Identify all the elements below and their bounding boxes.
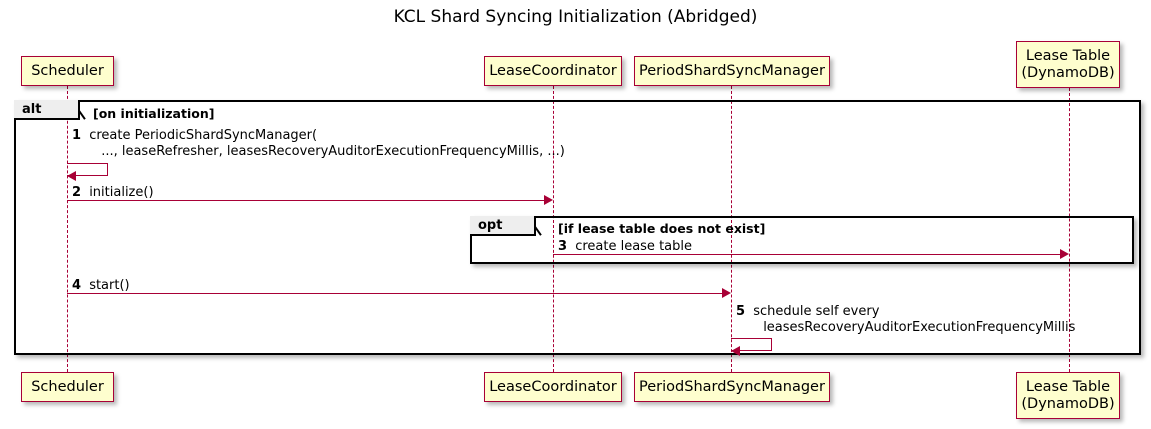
participant-label-line1: Lease Table: [1025, 47, 1111, 64]
fragment-opt-keyword: opt: [470, 216, 536, 236]
participant-scheduler-top[interactable]: Scheduler: [21, 56, 114, 86]
message-1-label: 1 create PeriodicShardSyncManager( ..., …: [72, 128, 565, 161]
participant-label: PeriodShardSyncManager: [639, 62, 825, 79]
lifeline-scheduler: [67, 86, 68, 372]
participant-label: PeriodShardSyncManager: [639, 378, 825, 395]
message-1-self-loop: [67, 163, 108, 176]
participant-leasecoordinator-bottom[interactable]: LeaseCoordinator: [484, 372, 622, 402]
fragment-keyword-text: opt: [478, 218, 503, 233]
lifeline-leasecoordinator: [553, 86, 554, 372]
message-3-label: 3 create lease table: [558, 239, 692, 255]
participant-label-line2: (DynamoDB): [1021, 64, 1115, 81]
participant-leasecoordinator-top[interactable]: LeaseCoordinator: [484, 56, 622, 86]
participant-label-line1: Lease Table: [1025, 378, 1111, 395]
lifeline-periodshardsyncmanager: [731, 86, 732, 372]
message-3-arrowhead: [1060, 249, 1069, 259]
fragment-opt-label-diagonal: [534, 215, 550, 237]
message-4-label: 4 start(): [72, 278, 130, 294]
message-4-number: 4: [72, 278, 82, 293]
fragment-alt-label-diagonal: [78, 99, 94, 121]
message-2-arrowhead: [544, 195, 553, 205]
message-4-arrowhead: [722, 288, 731, 298]
message-4-text: start(): [89, 278, 130, 293]
participant-label: LeaseCoordinator: [489, 378, 617, 395]
message-1-arrowhead: [67, 171, 76, 181]
participant-leasetable-top[interactable]: Lease Table (DynamoDB): [1016, 41, 1120, 88]
participant-periodshardsyncmanager-top[interactable]: PeriodShardSyncManager: [634, 56, 830, 86]
message-2-line: [67, 200, 544, 201]
participant-leasetable-bottom[interactable]: Lease Table (DynamoDB): [1016, 372, 1120, 419]
message-2-label: 2 initialize(): [72, 185, 154, 201]
participant-scheduler-bottom[interactable]: Scheduler: [21, 372, 114, 402]
message-5-number: 5: [736, 304, 746, 319]
message-5-text-line2: leasesRecoveryAuditorExecutionFrequencyM…: [763, 320, 1076, 336]
fragment-alt: [14, 100, 1141, 355]
message-4-line: [67, 293, 722, 294]
message-5-self-loop: [731, 338, 772, 351]
fragment-alt-keyword: alt: [14, 100, 80, 120]
message-3-line: [553, 254, 1060, 255]
participant-label-line2: (DynamoDB): [1021, 395, 1115, 412]
message-3-number: 3: [558, 239, 568, 254]
participant-label: LeaseCoordinator: [489, 62, 617, 79]
message-1-text-line2: ..., leaseRefresher, leasesRecoveryAudit…: [101, 144, 565, 160]
participant-label: Scheduler: [31, 62, 104, 79]
lifeline-leasetable: [1069, 88, 1070, 372]
message-3-text: create lease table: [575, 239, 692, 254]
fragment-opt: [470, 216, 1134, 264]
message-5-arrowhead: [731, 346, 740, 356]
message-5-label: 5 schedule self every leasesRecoveryAudi…: [736, 304, 1075, 337]
participant-label: Scheduler: [31, 378, 104, 395]
message-2-text: initialize(): [89, 185, 154, 200]
message-1-number: 1: [72, 128, 82, 143]
fragment-opt-condition: [if lease table does not exist]: [558, 221, 766, 236]
message-5-text-line1: schedule self every: [753, 304, 880, 319]
participant-periodshardsyncmanager-bottom[interactable]: PeriodShardSyncManager: [634, 372, 830, 402]
fragment-keyword-text: alt: [22, 102, 42, 117]
fragment-alt-condition: [on initialization]: [93, 106, 215, 121]
diagram-title: KCL Shard Syncing Initialization (Abridg…: [393, 7, 758, 27]
message-2-number: 2: [72, 185, 82, 200]
message-1-text-line1: create PeriodicShardSyncManager(: [89, 128, 318, 143]
